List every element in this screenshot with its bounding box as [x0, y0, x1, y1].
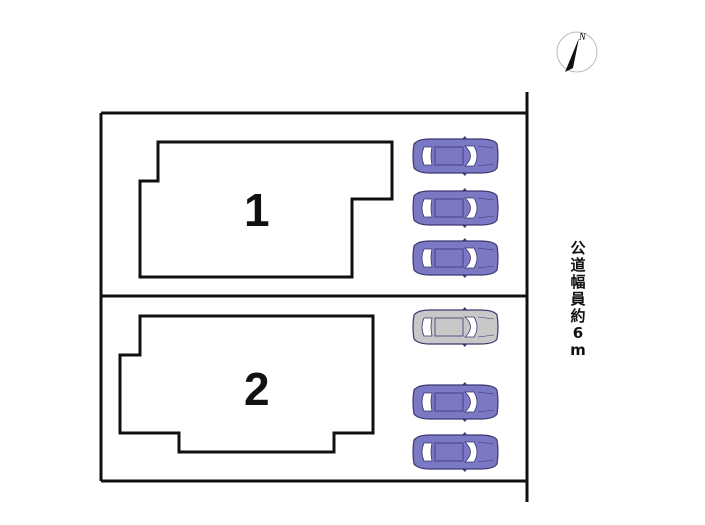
compass-north-label: N: [578, 32, 587, 43]
parking-car-5: [412, 431, 499, 473]
road-width-label: 公 道 幅 員 約 6 m: [563, 240, 593, 359]
parking-car-existing: [412, 306, 499, 348]
north-compass-icon: N: [556, 31, 598, 73]
building-2-outline: [118, 314, 375, 454]
road-label-char: 幅: [570, 273, 586, 291]
lot-boundary: [99, 111, 527, 483]
road-label-char: 員: [570, 290, 586, 308]
road-label-char: 道: [570, 256, 586, 274]
road-label-char: 公: [570, 239, 586, 257]
lot-number-1: 1: [244, 184, 270, 236]
lot-number-2: 2: [244, 363, 270, 415]
road-label-char: 約: [570, 307, 586, 325]
parking-car-3: [412, 237, 499, 279]
building-1-outline: [138, 140, 394, 279]
road-label-char: m: [570, 341, 586, 359]
parking-car-4: [412, 381, 499, 423]
road-label-char: 6: [572, 324, 584, 342]
parking-car-2: [412, 187, 499, 229]
parking-car-1: [412, 135, 499, 177]
